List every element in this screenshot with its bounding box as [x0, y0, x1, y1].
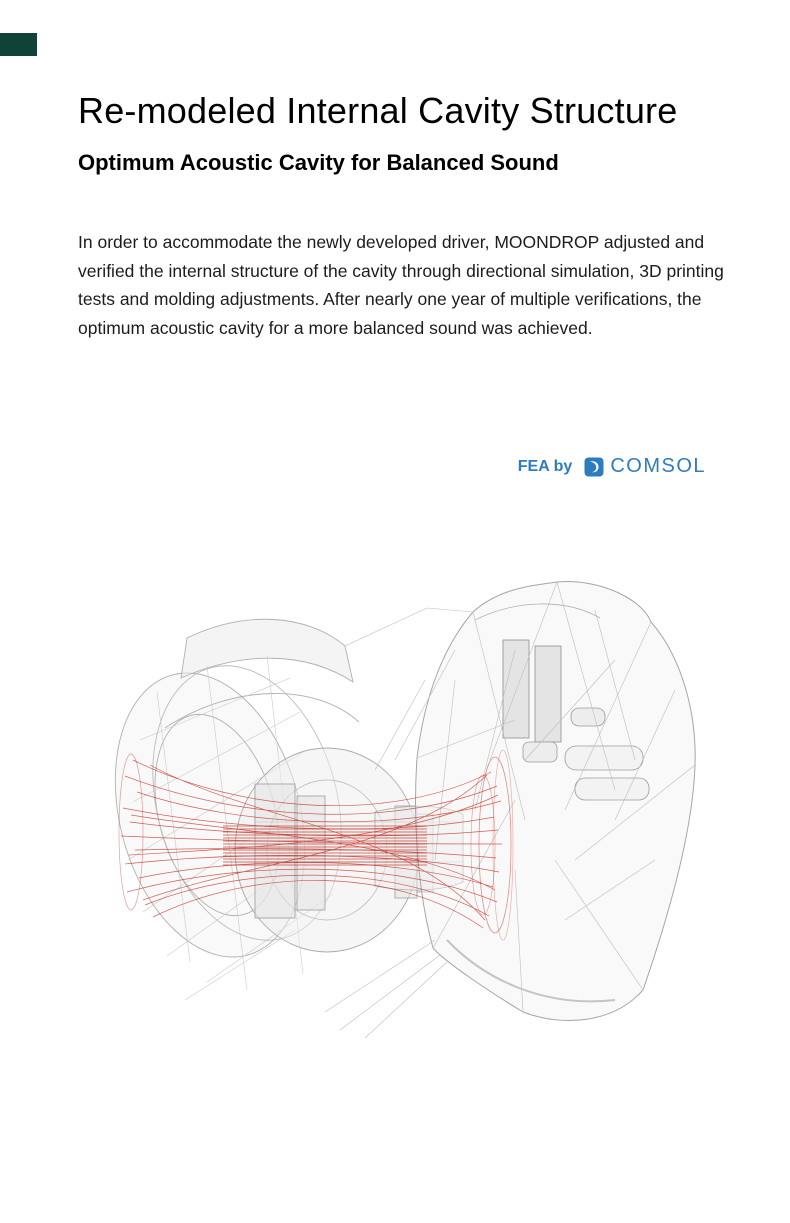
comsol-logo: COMSOL — [584, 455, 706, 478]
comsol-wordmark: COMSOL — [610, 455, 706, 477]
page-title: Re-modeled Internal Cavity Structure — [78, 90, 678, 131]
acoustic-rays — [118, 749, 514, 941]
right-housing — [415, 581, 696, 1022]
fea-simulation-figure — [95, 560, 705, 1060]
body-paragraph: In order to accommodate the newly develo… — [78, 232, 724, 338]
right-housing-mesh — [324, 581, 696, 1039]
fea-figure-svg — [114, 581, 696, 1039]
comsol-icon — [584, 457, 604, 476]
fea-by-label: FEA by — [517, 457, 573, 475]
page-subtitle: Optimum Acoustic Cavity for Balanced Sou… — [78, 150, 559, 175]
corner-badge — [0, 33, 37, 56]
fea-credit: FEA by COMSOL — [518, 455, 706, 478]
